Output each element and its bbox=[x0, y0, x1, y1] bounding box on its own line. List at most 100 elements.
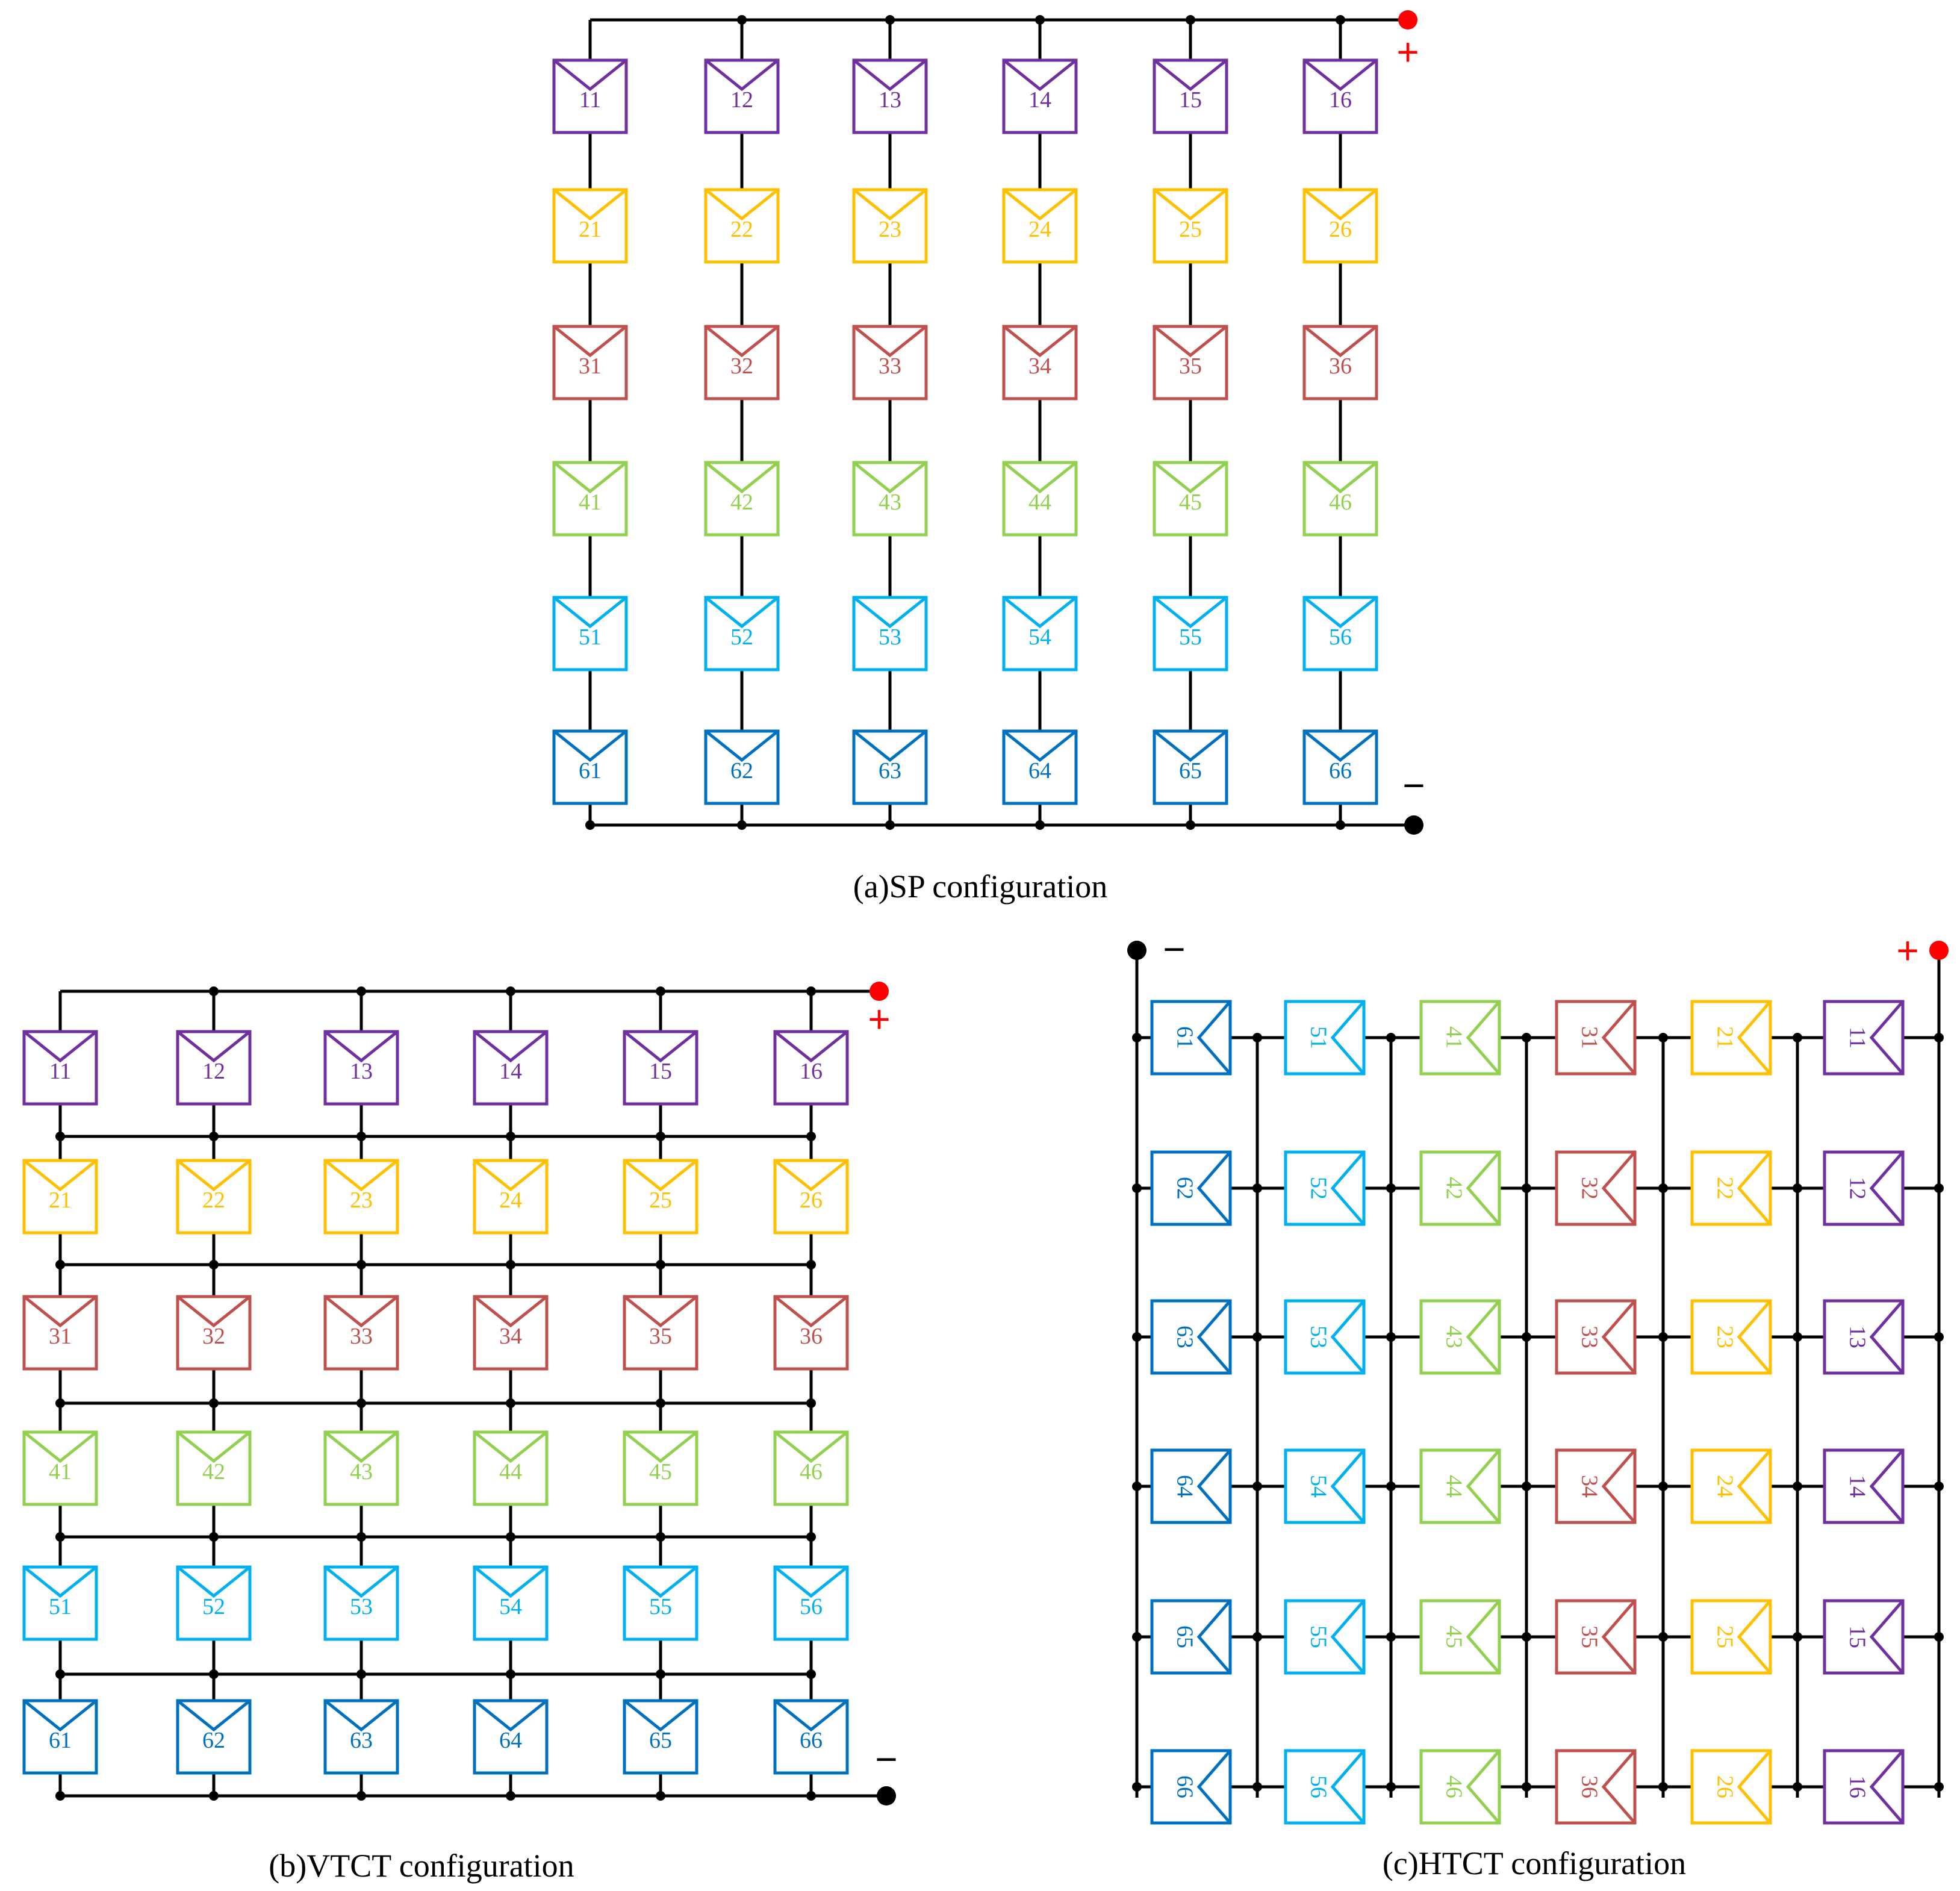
module-label: 36 bbox=[1576, 1775, 1602, 1798]
module-notch bbox=[774, 1699, 848, 1732]
module-label: 35 bbox=[1576, 1625, 1602, 1648]
module-box bbox=[1555, 1599, 1637, 1675]
module-notch bbox=[1737, 1749, 1772, 1824]
module-label: 51 bbox=[49, 1594, 72, 1619]
module-label: 63 bbox=[350, 1728, 373, 1753]
module-box bbox=[1284, 1599, 1366, 1675]
module-label: 43 bbox=[1441, 1326, 1466, 1348]
pv-module: 62 bbox=[1150, 1150, 1232, 1226]
pv-module: 66 bbox=[773, 1699, 849, 1775]
module-box bbox=[704, 188, 780, 264]
module-box bbox=[323, 1699, 399, 1775]
htct-positive-label: + bbox=[1896, 929, 1918, 972]
pv-module: 33 bbox=[1555, 1299, 1637, 1375]
module-box bbox=[623, 1159, 698, 1235]
module-box bbox=[623, 1295, 698, 1371]
module-label: 44 bbox=[499, 1459, 522, 1484]
module-notch bbox=[473, 1431, 548, 1463]
module-box bbox=[1419, 1749, 1501, 1825]
pv-module: 22 bbox=[176, 1159, 252, 1235]
junction-dot bbox=[209, 1791, 219, 1801]
module-box bbox=[773, 1295, 849, 1371]
module-box bbox=[473, 1159, 549, 1235]
module-box bbox=[852, 188, 928, 264]
module-notch bbox=[853, 596, 927, 629]
module-notch bbox=[1303, 59, 1378, 92]
module-label: 11 bbox=[579, 87, 602, 113]
module-box bbox=[473, 1295, 549, 1371]
module-notch bbox=[1869, 1000, 1904, 1075]
pv-module: 54 bbox=[473, 1565, 549, 1641]
pv-module: 21 bbox=[1690, 1000, 1772, 1076]
module-label: 25 bbox=[1179, 217, 1202, 242]
module-notch bbox=[774, 1295, 848, 1328]
htct-negative-label: − bbox=[1163, 927, 1185, 971]
module-notch bbox=[853, 188, 927, 221]
module-label: 43 bbox=[879, 490, 901, 515]
module-notch bbox=[1737, 1600, 1772, 1674]
module-box bbox=[704, 729, 780, 805]
pv-module: 55 bbox=[1284, 1599, 1366, 1675]
module-notch bbox=[324, 1566, 399, 1598]
sp-negative-label: − bbox=[1402, 764, 1425, 807]
module-label: 24 bbox=[1712, 1475, 1737, 1498]
module-box bbox=[1002, 596, 1078, 671]
module-box bbox=[1419, 1299, 1501, 1375]
module-label: 21 bbox=[49, 1188, 72, 1213]
module-notch bbox=[1330, 1300, 1365, 1374]
junction-dot bbox=[737, 15, 747, 25]
module-label: 52 bbox=[1305, 1177, 1331, 1200]
module-label: 65 bbox=[1179, 758, 1202, 784]
junction-dot bbox=[737, 820, 747, 830]
module-box bbox=[22, 1159, 98, 1235]
junction-dot bbox=[1186, 820, 1195, 830]
pv-module: 65 bbox=[1150, 1599, 1232, 1675]
pv-module: 52 bbox=[1284, 1150, 1366, 1226]
module-label: 32 bbox=[730, 354, 753, 379]
module-notch bbox=[1466, 1000, 1501, 1075]
sp-positive-label: + bbox=[1396, 30, 1419, 73]
pv-module: 22 bbox=[1690, 1150, 1772, 1226]
module-label: 25 bbox=[1712, 1625, 1737, 1648]
pv-module: 62 bbox=[704, 729, 780, 805]
module-label: 65 bbox=[1172, 1625, 1197, 1648]
pv-module: 13 bbox=[1823, 1299, 1905, 1375]
junction-dot bbox=[806, 1398, 816, 1408]
module-box bbox=[1302, 461, 1378, 537]
module-label: 55 bbox=[1305, 1625, 1331, 1648]
module-label: 53 bbox=[879, 625, 901, 650]
pv-module: 31 bbox=[552, 325, 628, 400]
module-box bbox=[1153, 461, 1228, 537]
junction-dot bbox=[806, 986, 816, 996]
module-notch bbox=[324, 1295, 399, 1328]
junction-dot bbox=[885, 15, 895, 25]
module-label: 43 bbox=[350, 1459, 373, 1484]
module-notch bbox=[1303, 461, 1378, 494]
module-notch bbox=[705, 188, 779, 221]
pv-module: 26 bbox=[1690, 1749, 1772, 1825]
module-box bbox=[1153, 596, 1228, 671]
module-label: 41 bbox=[49, 1459, 72, 1484]
junction-dot bbox=[209, 1669, 219, 1679]
module-box bbox=[852, 729, 928, 805]
module-label: 66 bbox=[1329, 758, 1352, 784]
module-label: 16 bbox=[800, 1059, 823, 1084]
module-label: 16 bbox=[1844, 1775, 1870, 1798]
junction-dot bbox=[506, 1669, 515, 1679]
pv-module: 13 bbox=[323, 1030, 399, 1106]
module-label: 64 bbox=[1028, 758, 1051, 784]
module-notch bbox=[324, 1699, 399, 1732]
module-box bbox=[704, 596, 780, 671]
module-notch bbox=[553, 730, 627, 762]
module-box bbox=[22, 1030, 98, 1106]
module-label: 54 bbox=[1305, 1475, 1331, 1498]
module-box bbox=[22, 1430, 98, 1506]
module-label: 45 bbox=[1179, 490, 1202, 515]
pv-module: 11 bbox=[1823, 1000, 1905, 1076]
pv-module: 43 bbox=[1419, 1299, 1501, 1375]
module-notch bbox=[1003, 325, 1077, 358]
module-notch bbox=[23, 1566, 98, 1598]
pv-module: 66 bbox=[1302, 729, 1378, 805]
pv-module: 56 bbox=[1302, 596, 1378, 671]
